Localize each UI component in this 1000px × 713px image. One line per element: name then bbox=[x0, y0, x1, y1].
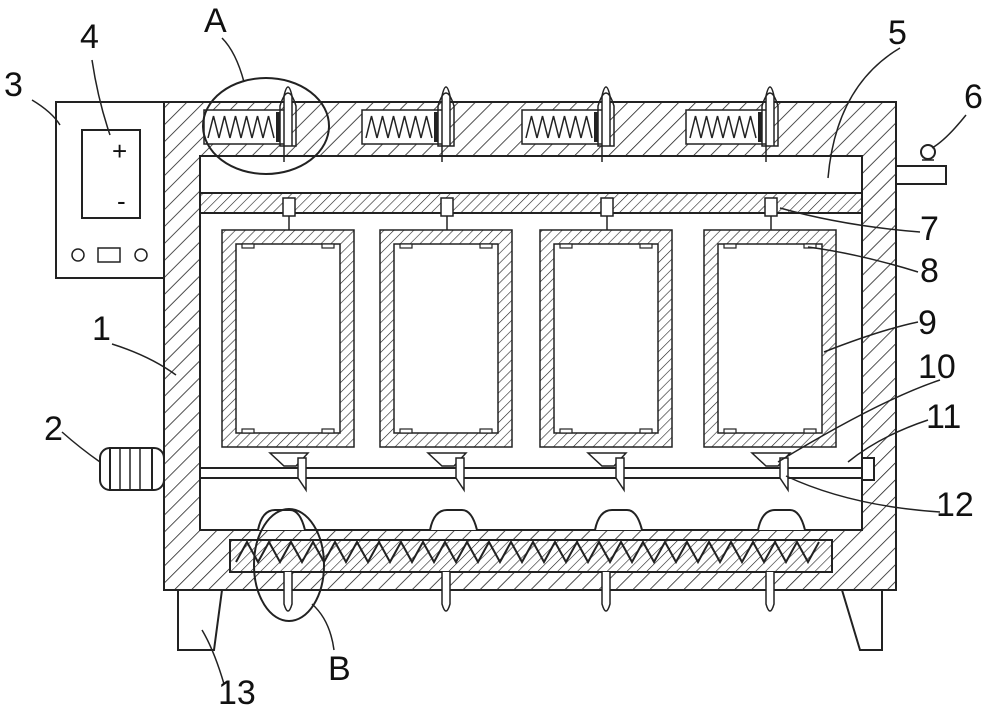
label-12: 12 bbox=[936, 486, 974, 524]
clip bbox=[639, 243, 653, 249]
clip bbox=[241, 428, 255, 434]
top-spring-3 bbox=[521, 86, 615, 162]
bottom-hook-1 bbox=[283, 572, 293, 612]
frame-4 bbox=[703, 197, 837, 448]
shaft bbox=[200, 457, 875, 481]
cam-2 bbox=[426, 452, 468, 493]
bottom-hooks bbox=[283, 572, 775, 612]
bottom-hook-3 bbox=[601, 572, 611, 612]
label-a: A bbox=[204, 2, 227, 40]
cam-1 bbox=[268, 452, 310, 493]
detail-a-circle bbox=[202, 77, 330, 175]
frame-3 bbox=[539, 197, 673, 448]
top-spring-4 bbox=[685, 86, 779, 162]
label-7: 7 bbox=[920, 210, 939, 248]
bottom-hook-2 bbox=[441, 572, 451, 612]
label-2: 2 bbox=[44, 410, 63, 448]
clip bbox=[559, 428, 573, 434]
cams bbox=[268, 452, 792, 493]
clip bbox=[399, 243, 413, 249]
clip bbox=[803, 428, 817, 434]
detail-b-circle bbox=[253, 508, 325, 622]
connector-1 bbox=[282, 197, 296, 217]
motor bbox=[99, 447, 165, 491]
legs bbox=[177, 589, 883, 651]
bottom-hook-4 bbox=[765, 572, 775, 612]
label-9: 9 bbox=[918, 304, 937, 342]
label-5: 5 bbox=[888, 14, 907, 52]
clip bbox=[479, 428, 493, 434]
label-13: 13 bbox=[218, 674, 256, 712]
clip bbox=[479, 243, 493, 249]
battery-minus-sign: - bbox=[117, 186, 126, 216]
top-spring-2 bbox=[361, 86, 455, 162]
sensor bbox=[895, 144, 947, 185]
clip bbox=[723, 428, 737, 434]
top-spring-assemblies bbox=[203, 86, 779, 162]
label-11: 11 bbox=[926, 398, 961, 436]
connector-2 bbox=[440, 197, 454, 217]
control-box bbox=[55, 101, 165, 279]
clip bbox=[639, 428, 653, 434]
frame-1 bbox=[221, 197, 355, 448]
label-10: 10 bbox=[918, 348, 956, 386]
connector-3 bbox=[600, 197, 614, 217]
cam-4 bbox=[750, 452, 792, 493]
frame-2 bbox=[379, 197, 513, 448]
clip bbox=[723, 243, 737, 249]
top-spring-1 bbox=[203, 86, 297, 162]
battery-plus-sign: + bbox=[112, 136, 127, 166]
label-8: 8 bbox=[920, 252, 939, 290]
label-6: 6 bbox=[964, 78, 983, 116]
clip bbox=[559, 243, 573, 249]
cam-3 bbox=[586, 452, 628, 493]
clip bbox=[321, 428, 335, 434]
upper-plate bbox=[199, 192, 863, 214]
label-1: 1 bbox=[92, 310, 111, 348]
connector-4 bbox=[764, 197, 778, 217]
leader-lines bbox=[31, 37, 967, 685]
bottom-rack bbox=[229, 509, 833, 573]
battery-display bbox=[81, 129, 141, 219]
label-4: 4 bbox=[80, 18, 99, 56]
label-b: B bbox=[328, 650, 351, 688]
label-3: 3 bbox=[4, 66, 23, 104]
clip bbox=[321, 243, 335, 249]
clip bbox=[399, 428, 413, 434]
frames bbox=[221, 197, 837, 448]
clip bbox=[241, 243, 255, 249]
